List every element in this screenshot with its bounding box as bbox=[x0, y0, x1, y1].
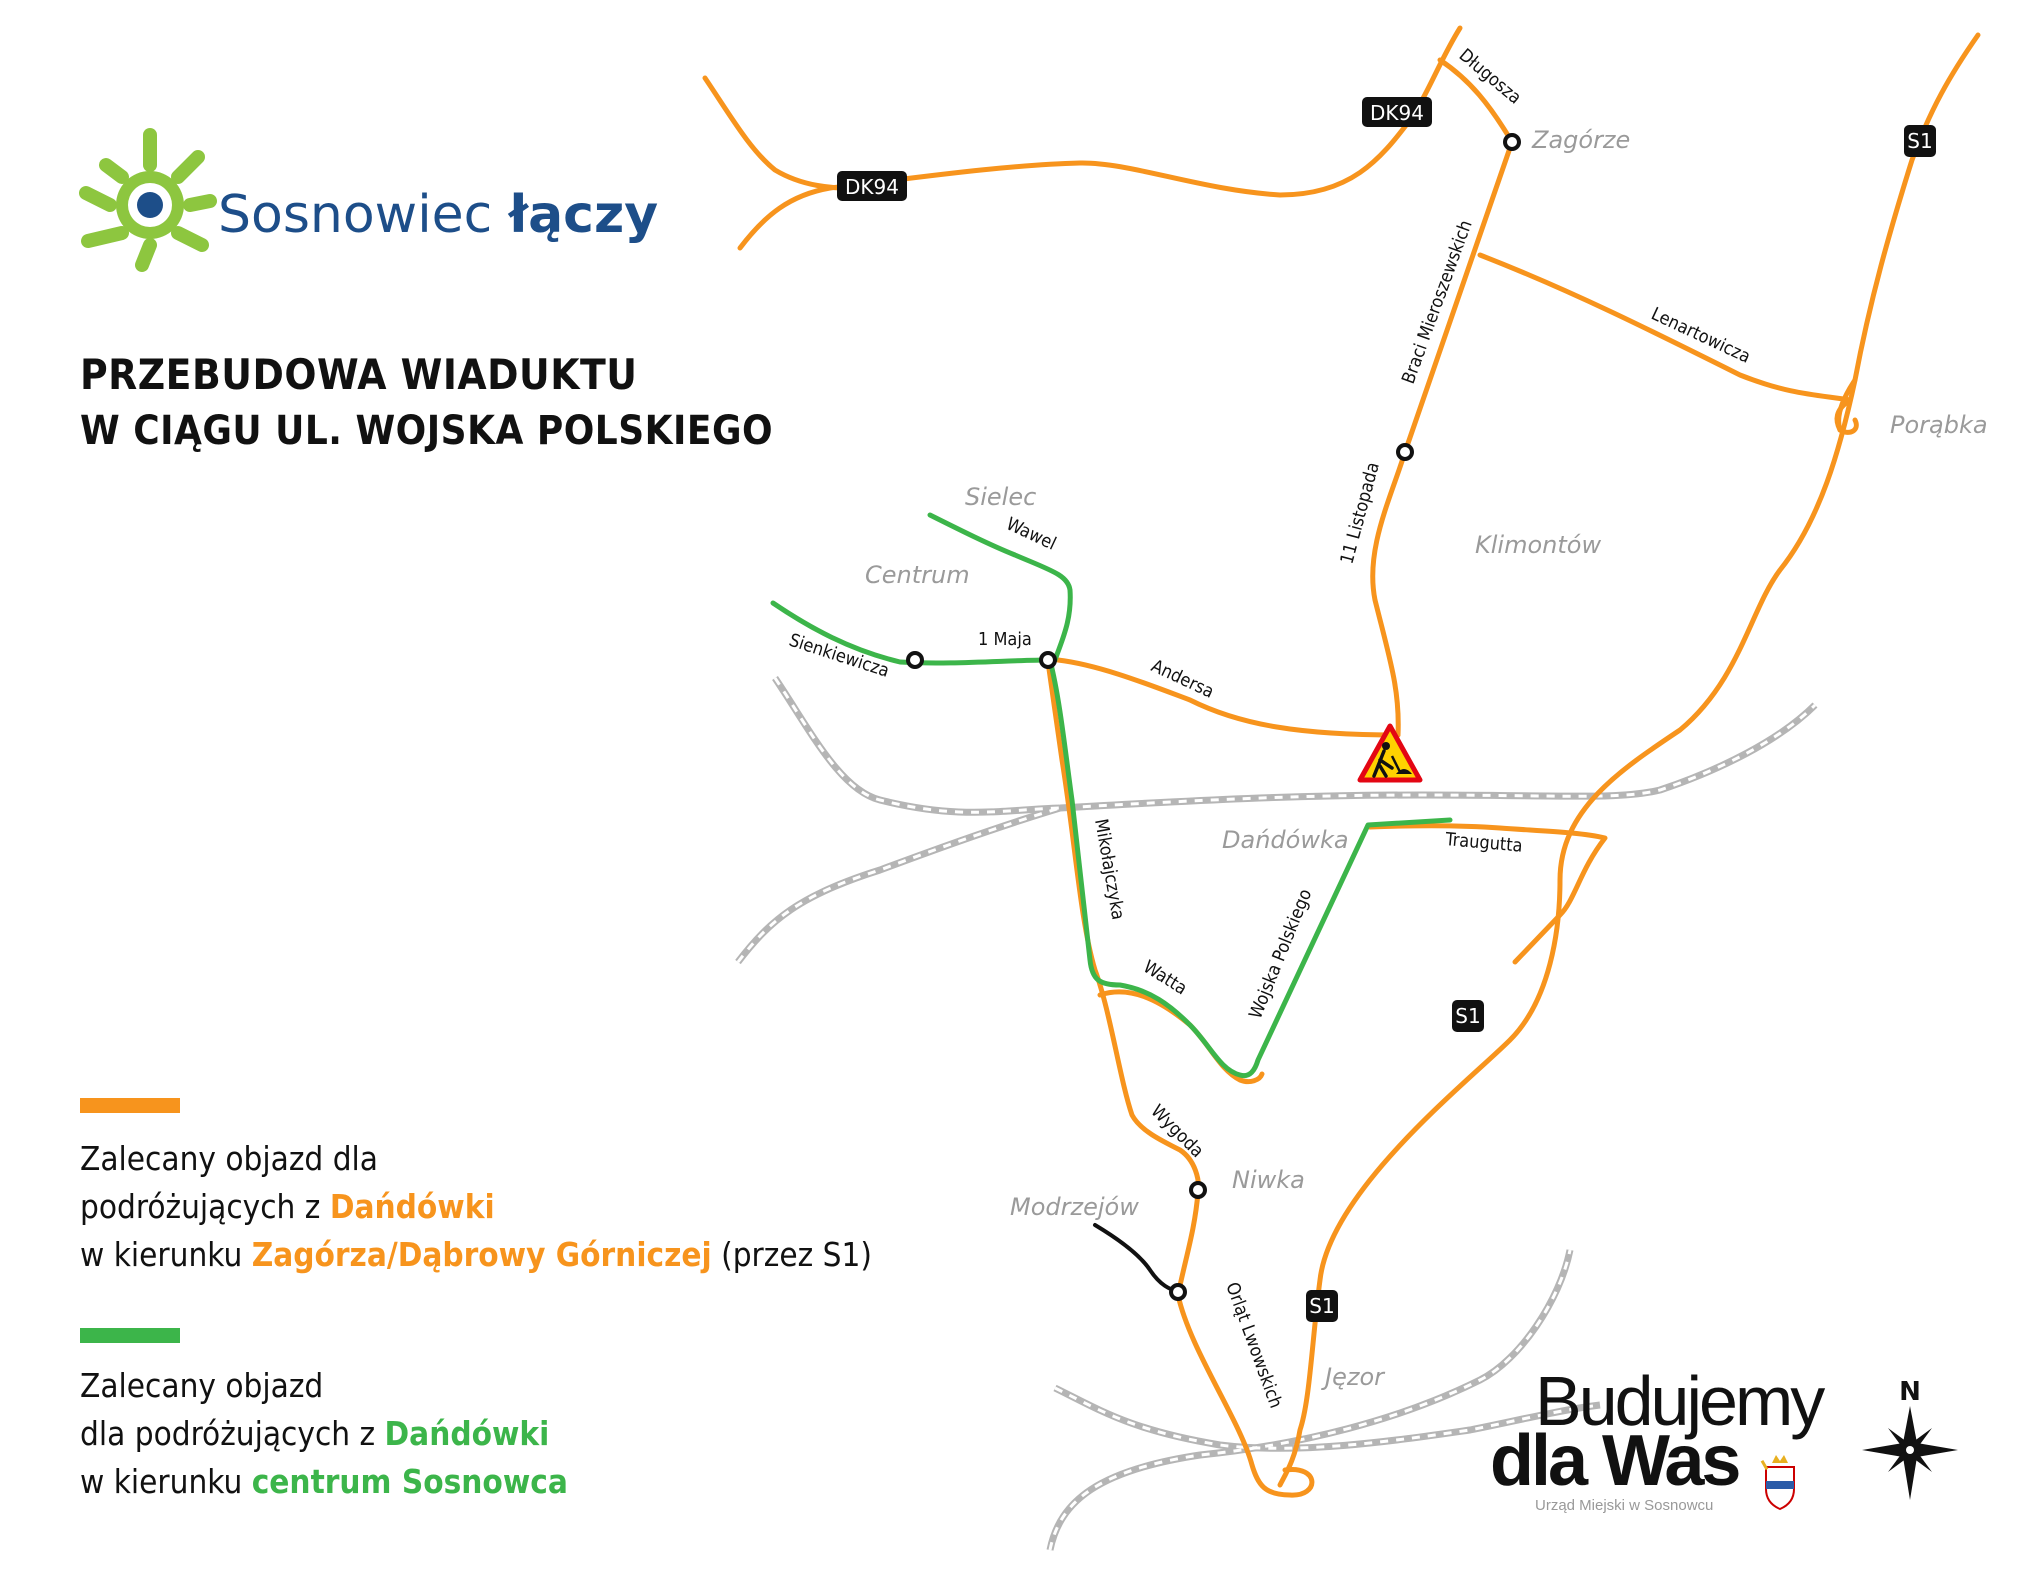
legend-green-text: Zalecany objazd dla podróżujących z Dańd… bbox=[80, 1366, 568, 1501]
street-label-wygoda: Wygoda bbox=[1146, 1101, 1207, 1162]
green-detour-roads bbox=[770, 512, 1453, 1079]
svg-text:Budujemy: Budujemy bbox=[1535, 1362, 1825, 1440]
road-badge-dk94-a: DK94 bbox=[837, 171, 907, 201]
street-label-orlat: Orląt Lwowskich bbox=[1221, 1280, 1286, 1411]
district-label-dandowka: Dańdówka bbox=[1222, 826, 1349, 854]
budujemy-logo: Budujemy dla Was Urząd Miejski w Sosnowc… bbox=[1490, 1362, 1828, 1514]
street-label-wawel: Wawel bbox=[1003, 513, 1059, 554]
street-label-1-maja: 1 Maja bbox=[978, 629, 1032, 650]
district-label-jezor: Jęzor bbox=[1321, 1363, 1386, 1391]
road-badge-s1-c: S1 bbox=[1306, 1290, 1338, 1322]
orange-detour-roads bbox=[702, 25, 1981, 1498]
district-label-klimontow: Klimontów bbox=[1475, 531, 1601, 559]
legend-orange-swatch bbox=[80, 1098, 180, 1113]
compass-north-icon: N bbox=[1862, 1377, 1958, 1500]
road-badge-dk94-b: DK94 bbox=[1362, 97, 1432, 127]
page-subtitle: W CIĄGU UL. WOJSKA POLSKIEGO bbox=[80, 408, 774, 454]
legend-green-swatch bbox=[80, 1328, 180, 1343]
street-label-mikolajczyka: Mikołajczyka bbox=[1090, 817, 1128, 921]
street-label-dlugosza: Długosza bbox=[1455, 45, 1525, 109]
road-badge-s1-a: S1 bbox=[1904, 125, 1936, 157]
legend-orange-text: Zalecany objazd dla podróżujących z Dańd… bbox=[80, 1139, 872, 1274]
intersection-nodes bbox=[906, 133, 1521, 1301]
logo-text: Sosnowiec łączy bbox=[218, 185, 658, 245]
svg-text:DK94: DK94 bbox=[1370, 101, 1424, 125]
page-title: PRZEBUDOWA WIADUKTU bbox=[80, 350, 638, 399]
district-label-porabka: Porąbka bbox=[1890, 411, 1988, 439]
district-label-sielec: Sielec bbox=[965, 483, 1036, 511]
district-label-zagorze: Zagórze bbox=[1531, 126, 1630, 154]
road-badge-s1-b: S1 bbox=[1452, 1000, 1484, 1032]
svg-text:DK94: DK94 bbox=[845, 175, 899, 199]
svg-text:N: N bbox=[1899, 1377, 1921, 1407]
district-label-modrzejow: Modrzejów bbox=[1010, 1193, 1139, 1221]
svg-text:S1: S1 bbox=[1455, 1004, 1480, 1028]
street-label-sienkiewicza: Sienkiewicza bbox=[786, 630, 891, 682]
district-label-niwka: Niwka bbox=[1232, 1166, 1305, 1194]
svg-text:S1: S1 bbox=[1309, 1294, 1334, 1318]
modrzejow-road bbox=[1093, 1223, 1182, 1294]
district-label-centrum: Centrum bbox=[865, 561, 970, 589]
roadwork-warning-icon bbox=[1357, 723, 1423, 783]
sun-logo-icon bbox=[79, 128, 217, 272]
city-crest-icon bbox=[1760, 1455, 1795, 1511]
svg-text:dla Was: dla Was bbox=[1490, 1421, 1739, 1501]
svg-text:S1: S1 bbox=[1907, 129, 1932, 153]
svg-text:Urząd Miejski w Sosnowcu: Urząd Miejski w Sosnowcu bbox=[1535, 1497, 1713, 1514]
street-label-traugutta: Traugutta bbox=[1444, 829, 1524, 857]
railways bbox=[735, 676, 1818, 1551]
